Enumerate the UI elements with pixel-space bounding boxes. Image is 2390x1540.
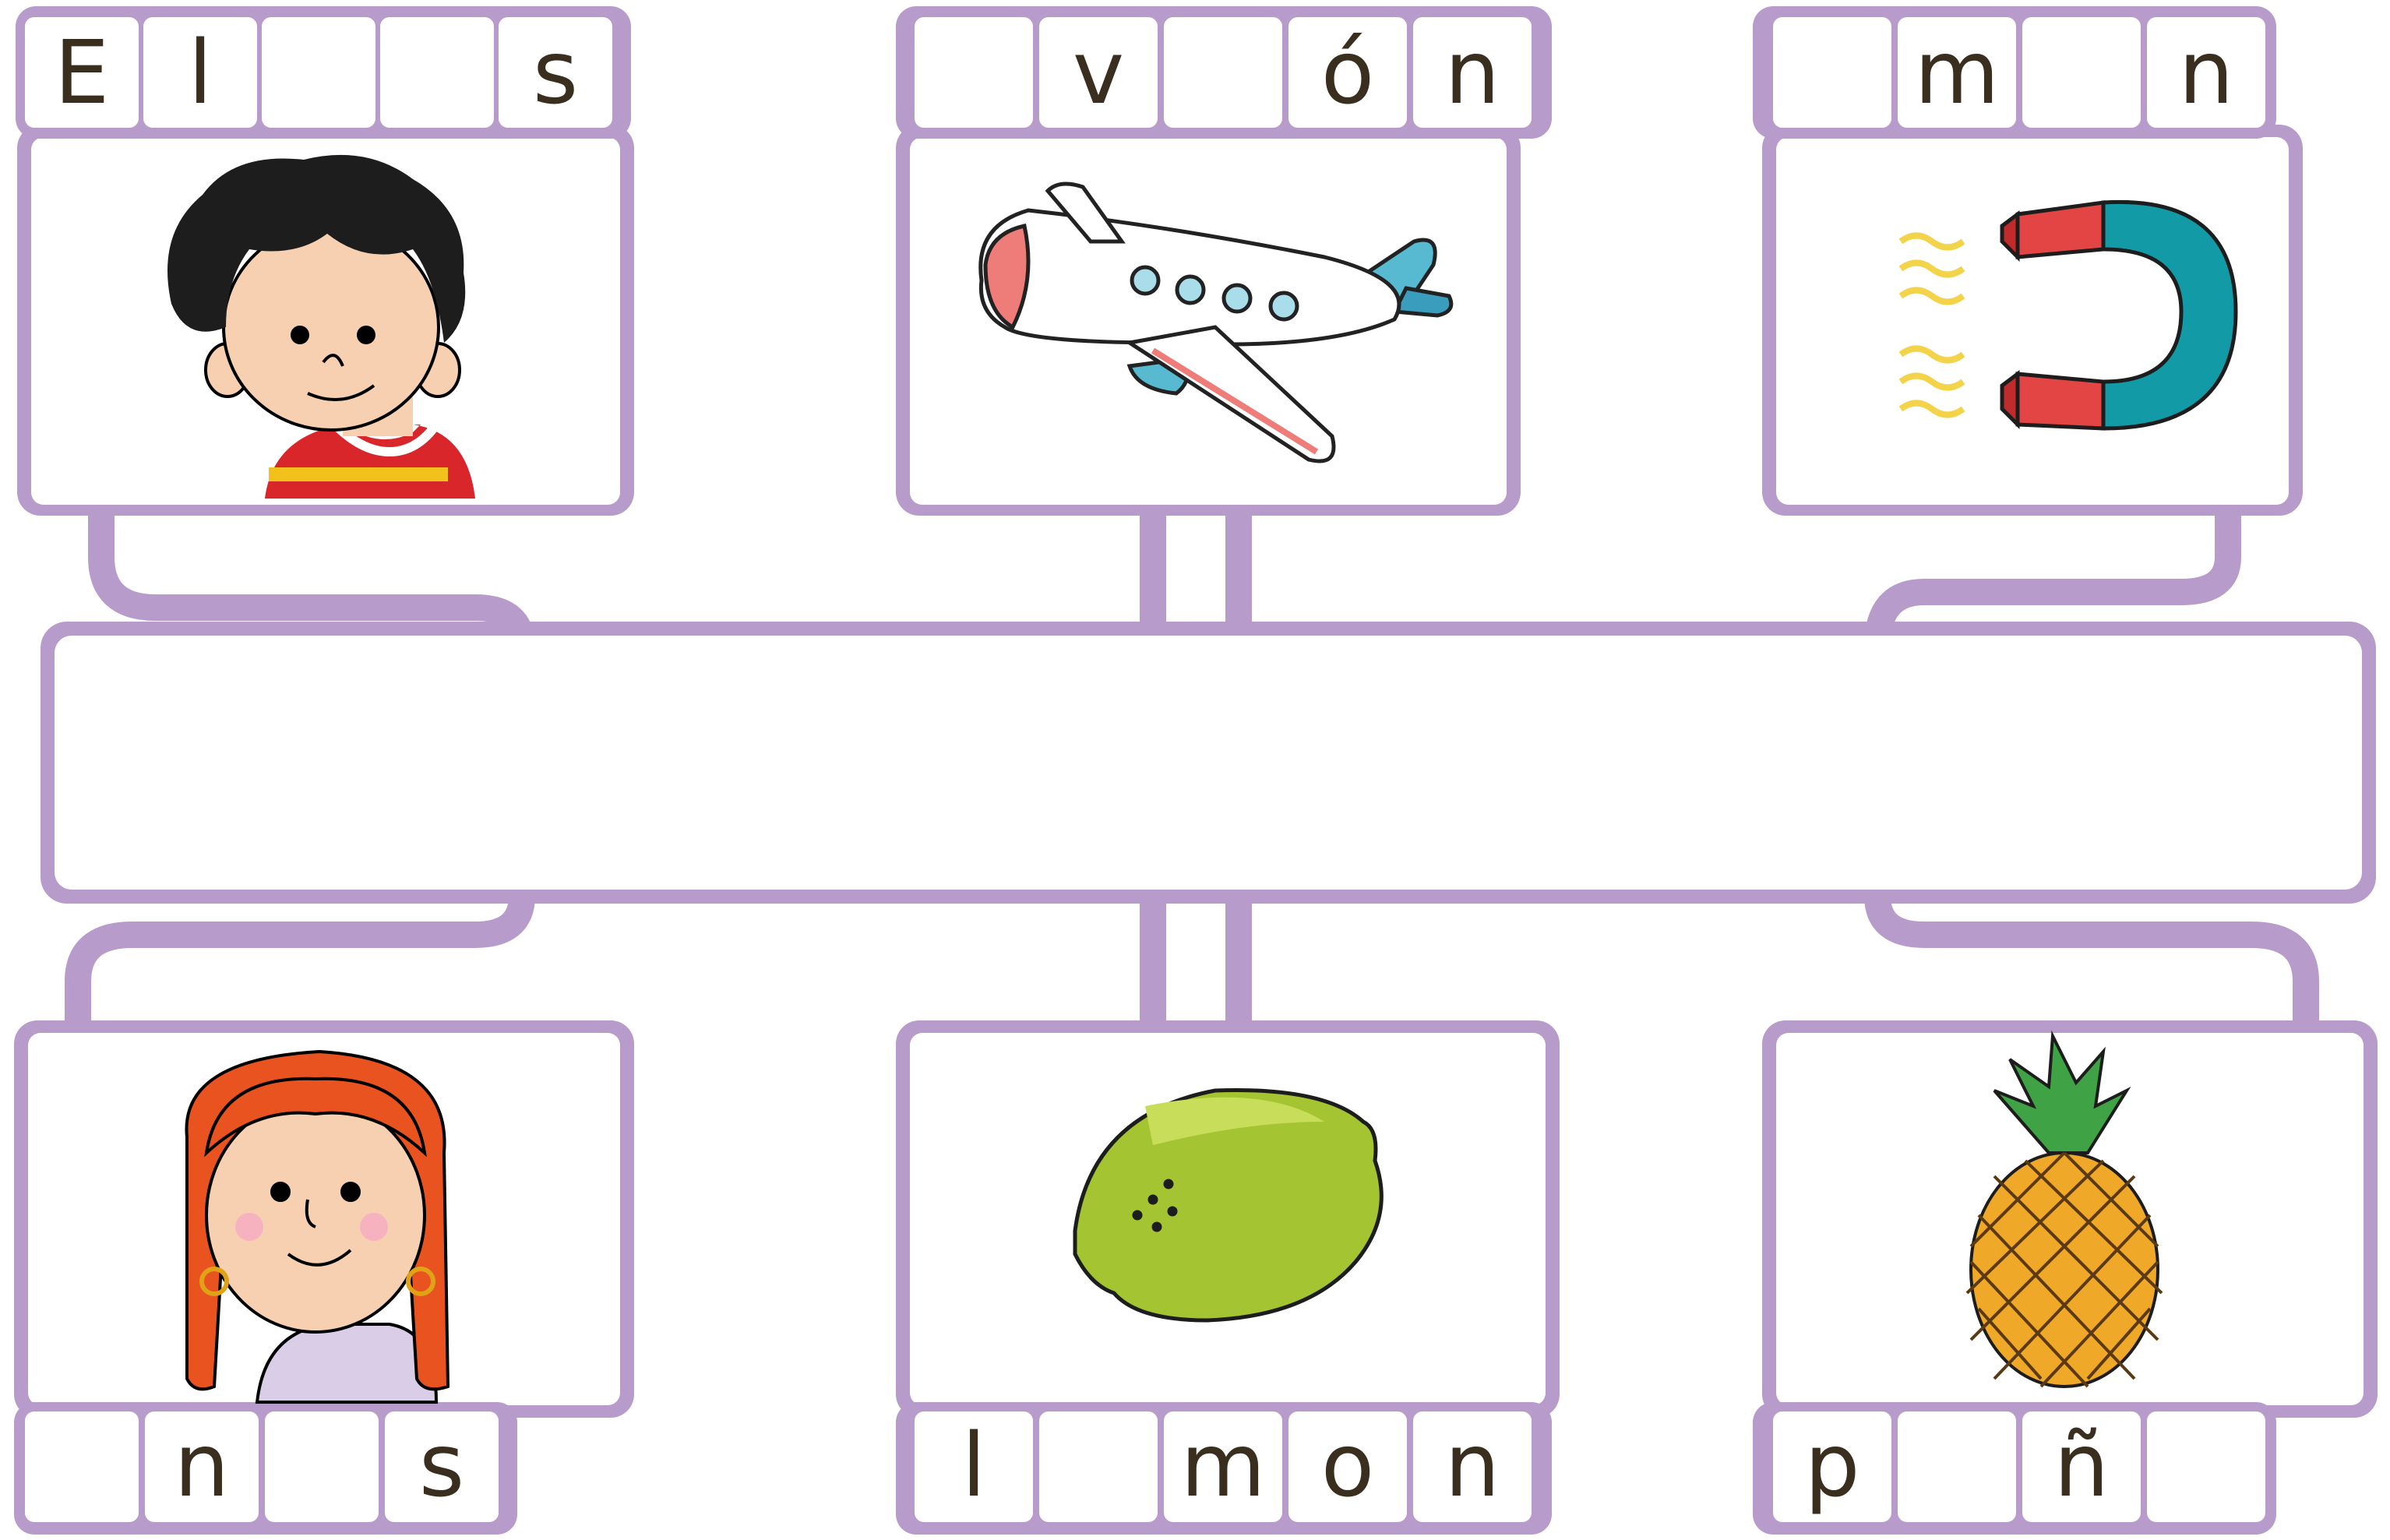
letter-text: n [2179,23,2234,124]
letter-cell[interactable] [2022,17,2141,128]
card-boy: E l s [16,6,634,516]
letter-text: s [419,1415,464,1517]
letter-cell[interactable] [1898,1411,2016,1522]
letter-text: E [55,23,110,124]
letter-cell[interactable] [2147,1411,2265,1522]
letter-cell[interactable] [1773,17,1891,128]
letter-cell[interactable] [262,17,375,128]
boy-illustration [167,154,475,499]
girl-illustration [185,1049,450,1404]
letter-text: l [188,23,212,124]
letter-cell[interactable] [1773,1411,1891,1522]
letter-cell[interactable] [1039,1411,1158,1522]
pineapple-illustration [1965,1030,2163,1388]
letter-cell[interactable] [1164,1411,1282,1522]
letter-cell[interactable] [1164,17,1282,128]
card-magnet: m n [1753,6,2303,516]
letter-text: n [1445,1415,1500,1517]
letter-cell[interactable] [1039,17,1158,128]
word-cells-airplane: v ó n [915,17,1532,128]
letter-cell[interactable] [915,17,1033,128]
letter-text: ó [1321,23,1375,124]
card-girl: n s [14,1020,634,1535]
magnet-illustration [1898,199,2238,431]
letter-cell[interactable] [25,1411,139,1522]
lemon-illustration [1073,1088,1384,1323]
letter-text: o [1321,1415,1375,1517]
letter-cell[interactable] [499,17,612,128]
letter-cell[interactable] [1288,17,1407,128]
letter-cell[interactable] [145,1411,259,1522]
letter-cell[interactable] [265,1411,379,1522]
letter-cell[interactable] [1288,1411,1407,1522]
letter-text: v [1073,23,1124,124]
letter-cell[interactable] [1413,17,1532,128]
letter-cell[interactable] [2147,17,2265,128]
letter-text: n [174,1415,230,1517]
card-lemon: l m o n [896,1020,1560,1535]
card-airplane: v ó n [896,6,1552,516]
card-pineapple: p ñ [1753,1020,2378,1535]
word-cells-magnet: m n [1773,17,2265,128]
letter-cell[interactable] [25,17,139,128]
letter-text: n [1445,23,1500,124]
word-cells-lemon: l m o n [915,1411,1532,1522]
letter-cell[interactable] [1898,17,2016,128]
letter-cell[interactable] [1413,1411,1532,1522]
letter-text: m [1180,1415,1265,1517]
letter-cell[interactable] [915,1411,1033,1522]
letter-cell[interactable] [380,17,494,128]
letter-cell[interactable] [2022,1411,2141,1522]
airplane-illustration [978,181,1454,463]
letter-text: s [533,23,578,124]
word-cells-pineapple: p ñ [1773,1411,2265,1522]
letter-text: ñ [2054,1415,2110,1517]
letter-text: m [1914,23,1999,124]
letter-cell[interactable] [385,1411,499,1522]
letter-text: p [1804,1415,1859,1517]
answer-strip[interactable] [41,622,2376,904]
word-cells-boy: E l s [25,17,612,128]
letter-text: l [961,1415,985,1517]
letter-cell[interactable] [143,17,257,128]
word-cells-girl: n s [25,1411,499,1522]
